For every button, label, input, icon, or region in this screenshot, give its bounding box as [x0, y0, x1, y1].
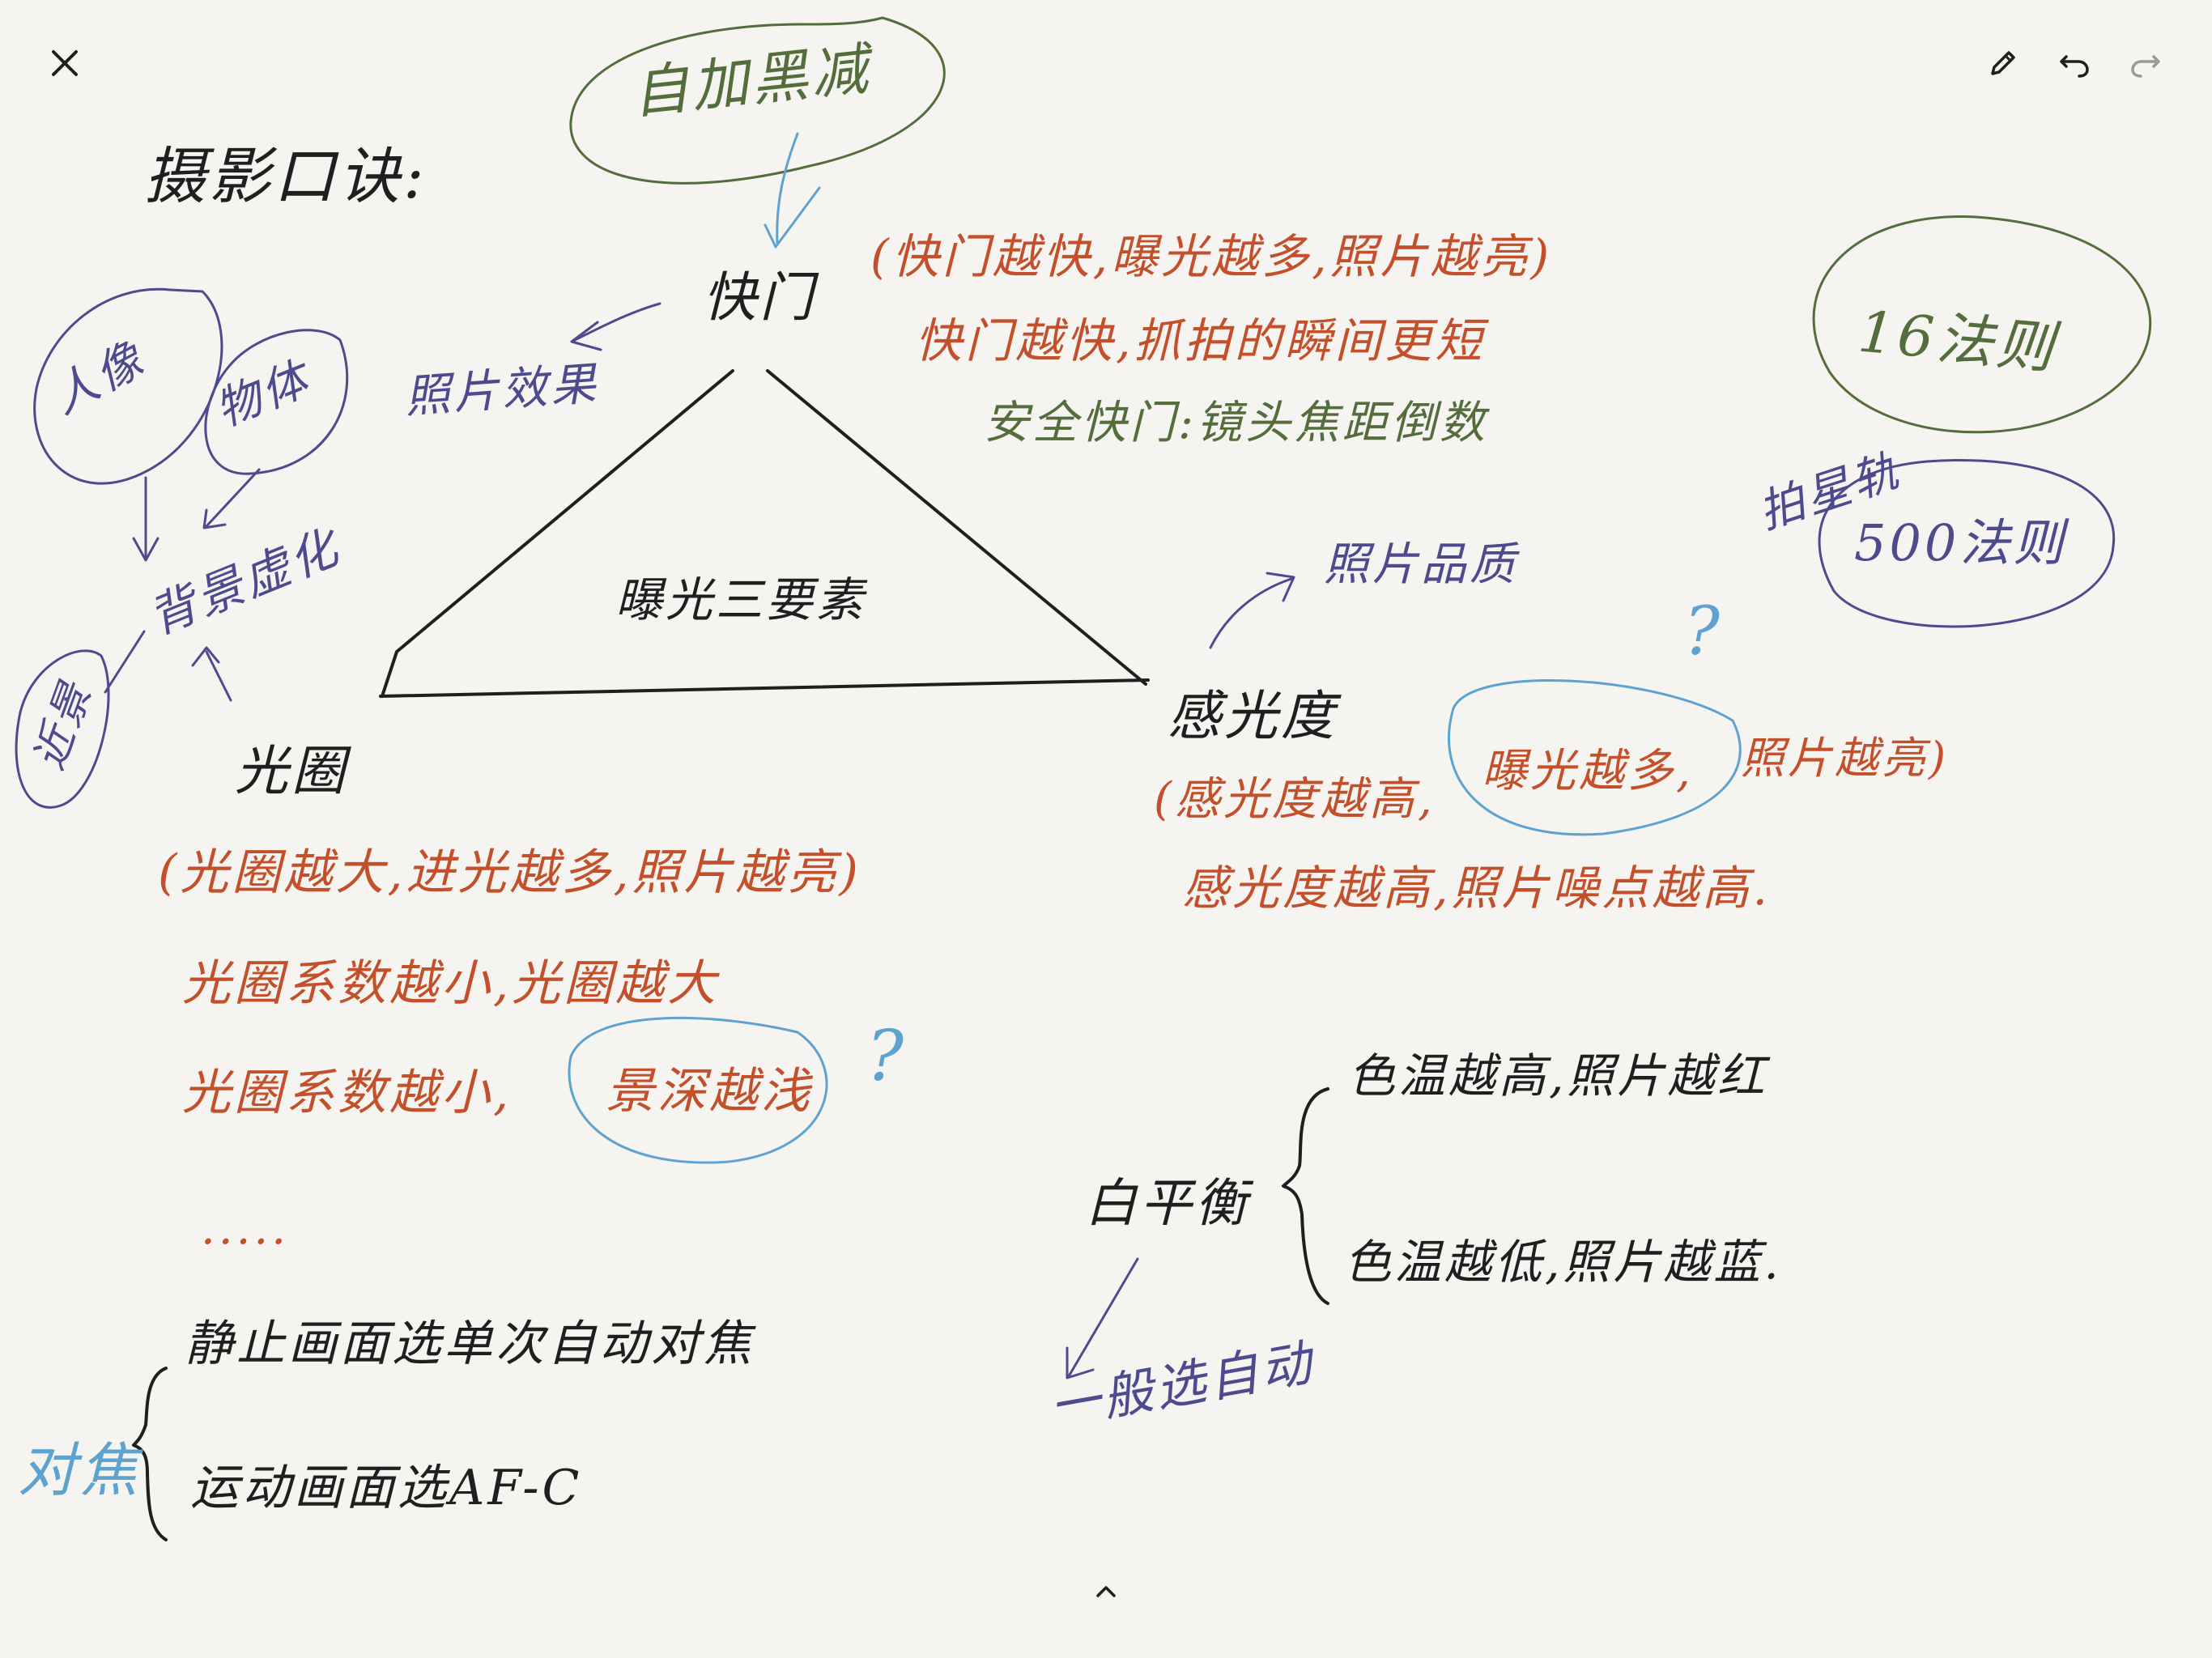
shutter-side-note: 照片效果 — [402, 357, 601, 424]
shutter-line-1: (快门越快,曝光越多,照片越亮) — [870, 229, 1553, 284]
blue-arrow-to-shutter — [776, 132, 799, 244]
rule-16-text: 16法则 — [1855, 298, 2060, 382]
bubble-near-outline — [15, 649, 110, 809]
shutter-line-2: 快门越快,抓拍的瞬间更短 — [915, 313, 1486, 368]
bubble-500-rule-outline — [1818, 458, 2116, 628]
blue-circle-exposure — [1448, 679, 1742, 836]
bubble-object-outline — [204, 329, 349, 475]
focus-line-2: 运动画面选AF-C — [190, 1460, 583, 1516]
shutter-label: 快门 — [703, 266, 816, 329]
white-balance-line-1: 色温越高,照片越红 — [1348, 1048, 1768, 1103]
white-balance-label: 白平衡 — [1085, 1174, 1250, 1234]
triangle-left-edge — [381, 369, 734, 698]
aperture-line-1: (光圈越大,进光越多,照片越亮) — [158, 844, 861, 901]
white-balance-line-2: 色温越低,照片越蓝. — [1344, 1235, 1782, 1290]
iso-question-mark: ? — [1684, 593, 1723, 670]
arrow-near-right — [104, 630, 146, 694]
focus-label: 对焦 — [18, 1436, 142, 1504]
arrow-object-down — [205, 468, 261, 528]
aperture-line-3-circled: 景深越浅 — [606, 1063, 813, 1120]
shutter-line-3: 安全快门:镜头焦距倒数 — [984, 397, 1488, 449]
triangle-right-edge — [766, 369, 1147, 686]
bubble-16-rule-outline — [1812, 215, 2152, 434]
close-icon — [52, 50, 78, 76]
focus-line-1: 静止画面选单次自动对焦 — [185, 1316, 755, 1372]
close-button[interactable] — [36, 34, 94, 92]
iso-side-note: 照片品质 — [1324, 538, 1518, 591]
chevron-up-icon — [1096, 1586, 1116, 1597]
aperture-line-2: 光圈系数越小,光圈越大 — [182, 955, 720, 1012]
aperture-question-mark: ? — [866, 1016, 908, 1097]
bubble-portrait-outline — [33, 287, 223, 485]
wb-arrow-down — [1067, 1257, 1139, 1378]
arrow-aperture-up — [205, 650, 232, 702]
aperture-line-3-prefix: 光圈系数越小, — [182, 1065, 513, 1121]
aperture-ellipsis: ..... — [201, 1202, 290, 1255]
rule-500-text: 500法则 — [1854, 513, 2067, 572]
focus-brace — [132, 1367, 168, 1541]
exposure-triangle-label: 曝光三要素 — [615, 572, 867, 627]
redo-icon — [2131, 55, 2160, 78]
blue-circle-dof — [568, 1016, 828, 1164]
expand-toolbar-button[interactable] — [1077, 1562, 1135, 1621]
purple-arrow-iso-quality — [1209, 577, 1293, 649]
iso-line-1-suffix: 照片越亮) — [1741, 733, 1950, 784]
undo-button[interactable] — [2045, 34, 2104, 92]
iso-line-2: 感光度越高,照片噪点越高. — [1182, 861, 1771, 916]
aperture-label: 光圈 — [235, 740, 348, 802]
wb-brace — [1282, 1087, 1329, 1305]
iso-line-1-prefix: (感光度越高, — [1154, 773, 1436, 826]
redo-button[interactable] — [2116, 34, 2175, 92]
green-bubble-top — [569, 16, 946, 185]
triangle-base — [379, 678, 1150, 698]
note-title: 摄影口诀: — [144, 140, 428, 212]
iso-line-1-circled: 曝光越多, — [1482, 745, 1694, 797]
iso-label: 感光度 — [1168, 685, 1338, 747]
undo-icon — [2060, 55, 2089, 78]
pen-tool-button[interactable] — [1974, 34, 2032, 92]
purple-arrow-shutter-effect — [573, 302, 661, 342]
pencil-icon — [1991, 51, 2015, 75]
